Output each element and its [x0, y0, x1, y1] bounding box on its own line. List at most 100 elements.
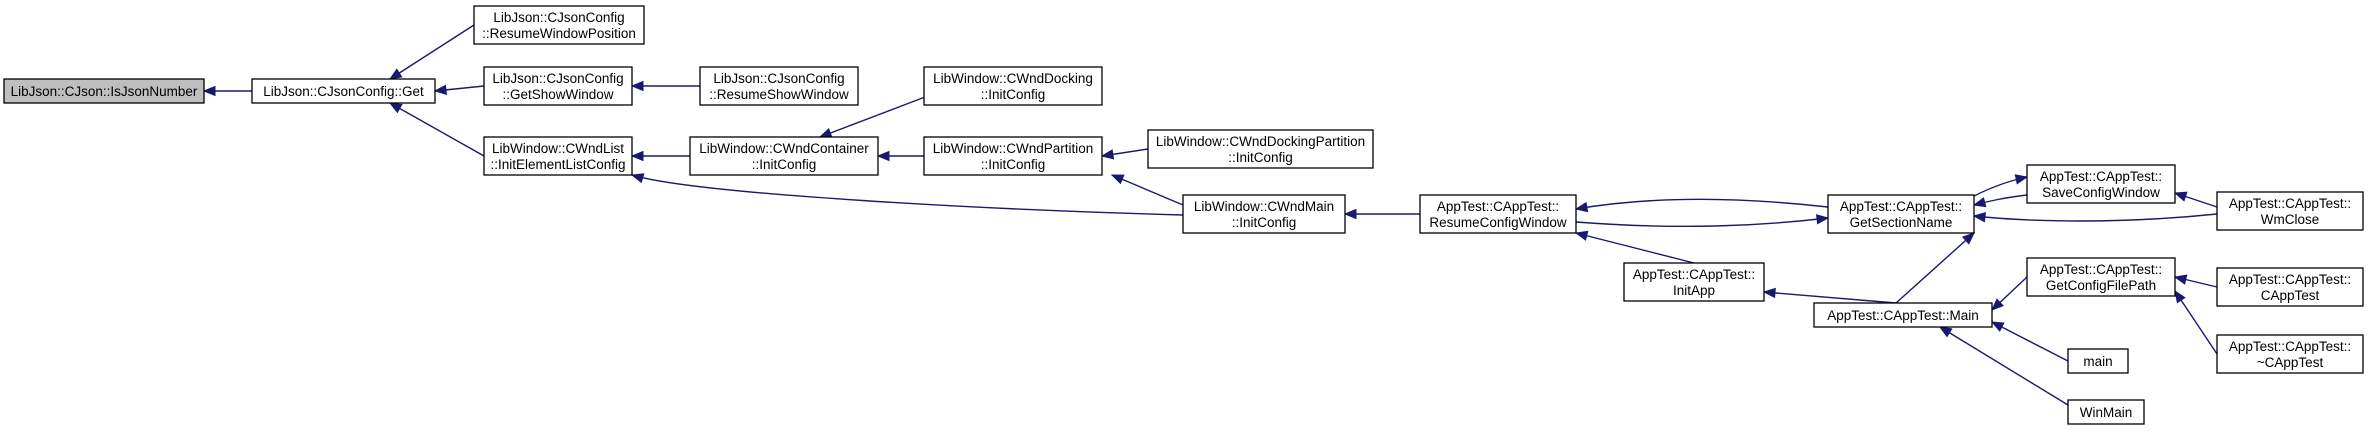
node-label-line: LibWindow::CWndContainer [699, 141, 869, 156]
node-box [689, 136, 879, 176]
node-label-line: InitApp [1673, 283, 1715, 298]
node-label-line: ::InitConfig [981, 87, 1046, 102]
call-edge [1111, 174, 1184, 206]
node-label-line: ::InitConfig [981, 157, 1046, 172]
node-box [699, 66, 859, 106]
edge-arrowhead [1990, 321, 2005, 332]
node-label-line: LibJson::CJsonConfig [713, 71, 844, 86]
call-edge [1895, 232, 1975, 304]
node-main[interactable]: main [2067, 348, 2129, 374]
edge-arrowhead [1762, 287, 1776, 299]
edge-arrowhead [202, 85, 216, 97]
node-box [3, 78, 205, 104]
node-resumeshowwindow[interactable]: LibJson::CJsonConfig::ResumeShowWindow [699, 66, 859, 106]
edge-arrowhead [876, 150, 890, 162]
call-edge [631, 174, 1184, 216]
call-edge [1575, 232, 1695, 264]
node-box [923, 66, 1103, 106]
node-label-line: GetSectionName [1850, 215, 1953, 230]
edge-arrowhead [630, 150, 644, 162]
node-label-line: AppTest::CAppTest:: [2040, 262, 2162, 277]
node-label-line: main [2083, 354, 2112, 369]
edge-arrowhead [1343, 208, 1357, 220]
node-box [1182, 194, 1346, 234]
node-label-line: SaveConfigWindow [2042, 185, 2160, 200]
node-label-line: ::InitConfig [752, 157, 817, 172]
edge-arrowhead [2174, 289, 2186, 304]
edge-arrowhead [1110, 174, 1125, 185]
node-label-line: AppTest::CAppTest:: [2040, 169, 2162, 184]
call-edge [1575, 198, 1829, 210]
node-box [2067, 348, 2129, 374]
node-resumeconfigwindow[interactable]: AppTest::CAppTest::ResumeConfigWindow [1419, 194, 1577, 234]
node-label-line: AppTest::CAppTest:: [2229, 339, 2351, 354]
node-saveconfigwindow[interactable]: AppTest::CAppTest::SaveConfigWindow [2026, 164, 2176, 204]
node-initelementlistconfig[interactable]: LibWindow::CWndList::InitElementListConf… [483, 136, 633, 176]
edge-arrowhead [1972, 197, 1987, 208]
node-label-line: LibWindow::CWndList [492, 141, 624, 156]
node-label-line: WmClose [2261, 212, 2320, 227]
edge-arrowhead [630, 173, 645, 184]
edge-arrowhead [1815, 214, 1830, 225]
node-cwndcontainer-initconfig[interactable]: LibWindow::CWndContainer::InitConfig [689, 136, 879, 176]
node-apptest-main[interactable]: AppTest::CAppTest::Main [1813, 302, 1993, 328]
call-graph-edges [202, 24, 2218, 406]
edge-arrowhead [2014, 174, 2029, 185]
edge-arrowhead [1961, 232, 1975, 245]
call-edge [389, 24, 475, 80]
node-box [2067, 399, 2145, 425]
node-box [2216, 334, 2364, 374]
node-box [923, 136, 1103, 176]
node-winmain[interactable]: WinMain [2067, 399, 2145, 425]
node-cwnddocking-initconfig[interactable]: LibWindow::CWndDocking::InitConfig [923, 66, 1103, 106]
node-box [483, 66, 633, 106]
node-wmclose[interactable]: AppTest::CAppTest::WmClose [2216, 191, 2364, 231]
node-cwndpartition-initconfig[interactable]: LibWindow::CWndPartition::InitConfig [923, 136, 1103, 176]
node-label-line: AppTest::CAppTest::Main [1827, 308, 1979, 323]
node-label-line: ::InitConfig [1232, 215, 1297, 230]
node-box [2216, 191, 2364, 231]
node-label-line: ::ResumeWindowPosition [482, 26, 636, 41]
node-isjsonnumber[interactable]: LibJson::CJson::IsJsonNumber [3, 78, 205, 104]
call-edge [1973, 213, 2218, 222]
call-edge [1763, 291, 1897, 304]
edge-arrowhead [1938, 326, 1953, 338]
node-getsectionname[interactable]: AppTest::CAppTest::GetSectionName [1827, 194, 1975, 234]
node-capptest-dtor[interactable]: AppTest::CAppTest::~CAppTest [2216, 334, 2364, 374]
node-box [251, 78, 436, 104]
node-getconfigfilepath[interactable]: AppTest::CAppTest::GetConfigFilePath [2026, 257, 2176, 297]
node-getshowwindow[interactable]: LibJson::CJsonConfig::GetShowWindow [483, 66, 633, 106]
edge-arrowhead [388, 68, 403, 80]
node-label-line: AppTest::CAppTest:: [1633, 267, 1755, 282]
edge-arrowhead [433, 84, 447, 96]
edge-arrowhead [388, 102, 403, 114]
node-label-line: LibWindow::CWndDocking [933, 71, 1093, 86]
edge-arrowhead [630, 80, 644, 92]
node-label-line: ~CAppTest [2257, 355, 2324, 370]
node-label-line: LibJson::CJsonConfig [492, 71, 623, 86]
call-edge [2174, 290, 2218, 355]
node-box [1623, 262, 1765, 302]
node-box [2026, 164, 2176, 204]
node-resumewindowposition[interactable]: LibJson::CJsonConfig::ResumeWindowPositi… [473, 5, 645, 45]
node-capptest-ctor[interactable]: AppTest::CAppTest::CAppTest [2216, 267, 2364, 307]
edge-arrowhead [1991, 298, 2004, 311]
node-cwnddockingpartition-initconfig[interactable]: LibWindow::CWndDockingPartition::InitCon… [1147, 129, 1374, 169]
node-label-line: ::InitConfig [1228, 150, 1293, 165]
node-cwndmain-initconfig[interactable]: LibWindow::CWndMain::InitConfig [1182, 194, 1346, 234]
edge-arrowhead [2173, 191, 2188, 202]
call-edge [1575, 217, 1829, 228]
node-label-line: LibWindow::CWndMain [1194, 199, 1334, 214]
node-cjsonconfig-get[interactable]: LibJson::CJsonConfig::Get [251, 78, 436, 104]
node-box [1147, 129, 1374, 169]
call-edge [819, 96, 925, 138]
edge-arrowhead [2173, 274, 2188, 285]
node-label-line: AppTest::CAppTest:: [2229, 272, 2351, 287]
node-box [2026, 257, 2176, 297]
node-initapp[interactable]: AppTest::CAppTest::InitApp [1623, 262, 1765, 302]
node-label-line: AppTest::CAppTest:: [1840, 199, 1962, 214]
node-label-line: LibJson::CJson::IsJsonNumber [11, 84, 198, 99]
node-label-line: ResumeConfigWindow [1429, 215, 1567, 230]
call-edge [389, 102, 485, 157]
